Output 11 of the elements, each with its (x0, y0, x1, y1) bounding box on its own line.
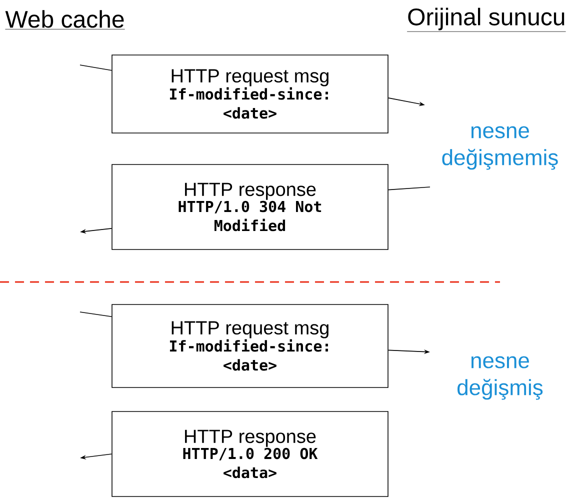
message-box: HTTP request msg If-modified-since: <date> (112, 304, 388, 388)
message-box: HTTP response HTTP/1.0 200 OK <data> (112, 411, 388, 497)
line (388, 186, 430, 190)
line (80, 64, 112, 71)
line (80, 312, 112, 318)
message-box: HTTP request msg If-modified-since: <date> (112, 54, 388, 134)
message-box: HTTP response HTTP/1.0 304 Not Modified (112, 164, 388, 250)
status-note: nesne değişmiş (458, 356, 543, 400)
status-note: nesne değişmemiş (442, 126, 558, 170)
column-heading: Orijinal sunucu (406, 8, 566, 32)
column-heading: Web cache (5, 10, 126, 30)
